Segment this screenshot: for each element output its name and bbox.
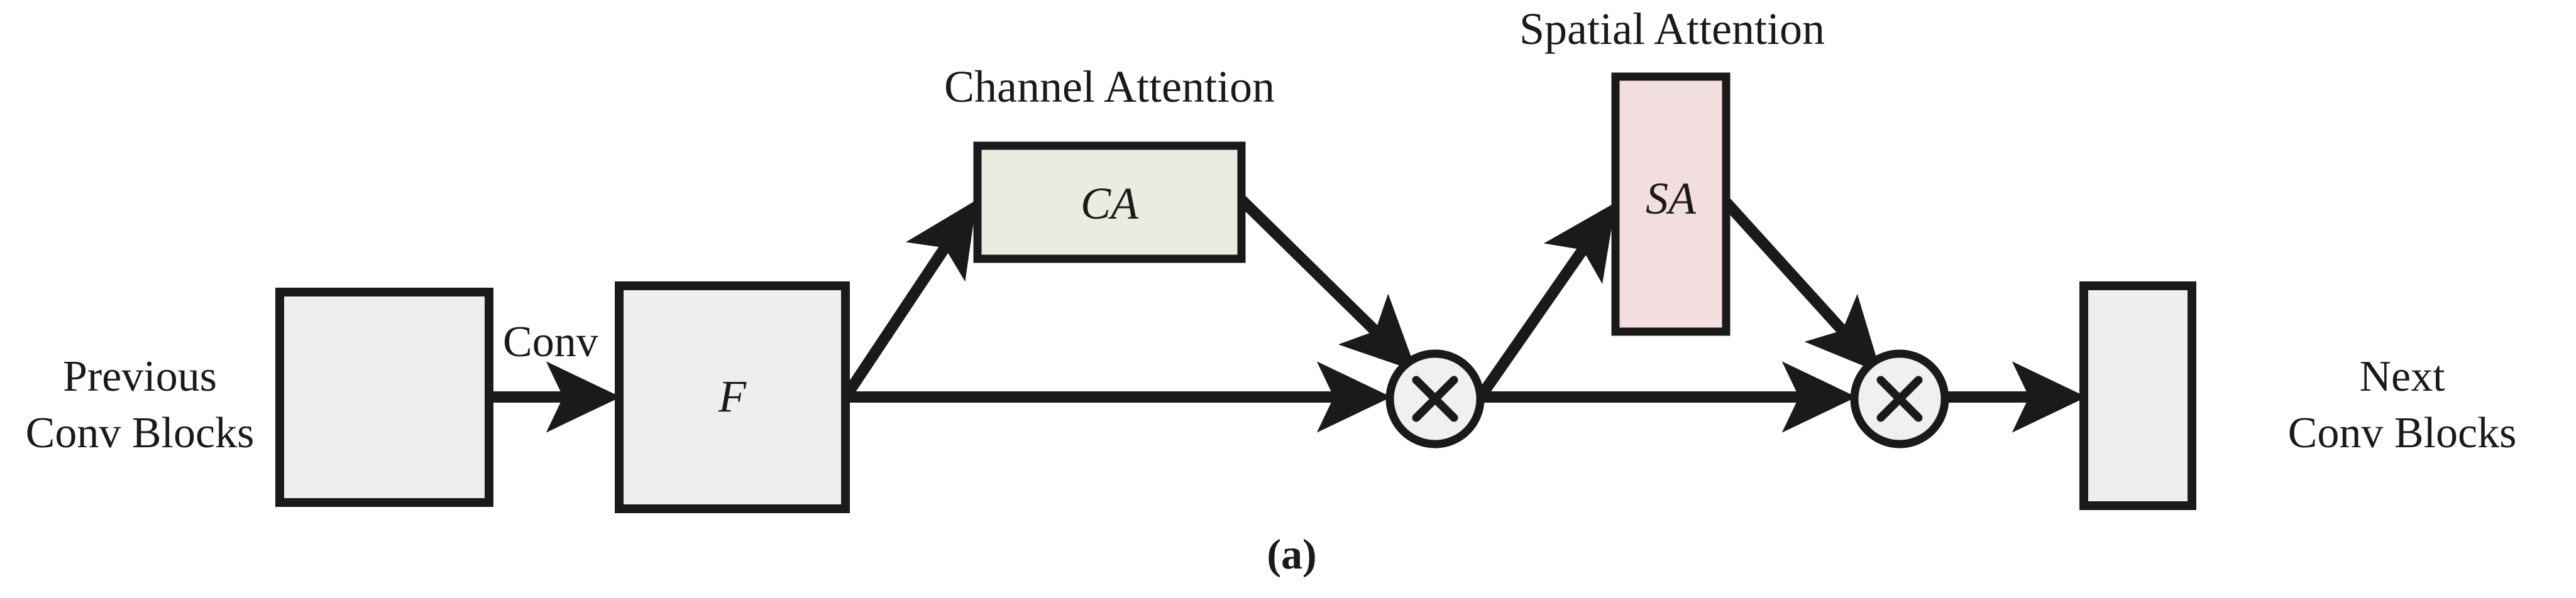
spatial-attention-title: Spatial Attention (1519, 4, 1825, 54)
edge-mul1-to-sa (1475, 202, 1616, 401)
previous-conv-blocks-label: Previous Conv Blocks (25, 352, 255, 457)
figure-caption: (a) (1267, 530, 1317, 578)
spatial-attention-block-label: SA (1646, 173, 1696, 224)
multiply-glyph-icon (1876, 376, 1923, 422)
spatial-attention-block[interactable] (1611, 72, 1731, 336)
feature-block-label: F (718, 371, 746, 421)
channel-attention-block-label: CA (1080, 178, 1138, 229)
previous-conv-block[interactable] (275, 288, 493, 507)
multiply-glyph-icon (1412, 376, 1458, 422)
edge-ca-to-mul1 (1237, 195, 1417, 372)
next-conv-blocks-label: Next Conv Blocks (2287, 352, 2517, 457)
edge-sa-to-mul2 (1722, 198, 1881, 374)
feature-block[interactable] (615, 281, 850, 513)
channel-attention-title: Channel Attention (944, 62, 1275, 112)
multiply-node-2[interactable] (1850, 349, 1949, 448)
next-conv-block[interactable] (2079, 281, 2196, 510)
edge-feature-to-ca (840, 200, 977, 400)
multiply-node-1[interactable] (1385, 349, 1485, 448)
channel-attention-block[interactable] (973, 141, 1246, 263)
conv-edge-label: Conv (503, 318, 598, 366)
